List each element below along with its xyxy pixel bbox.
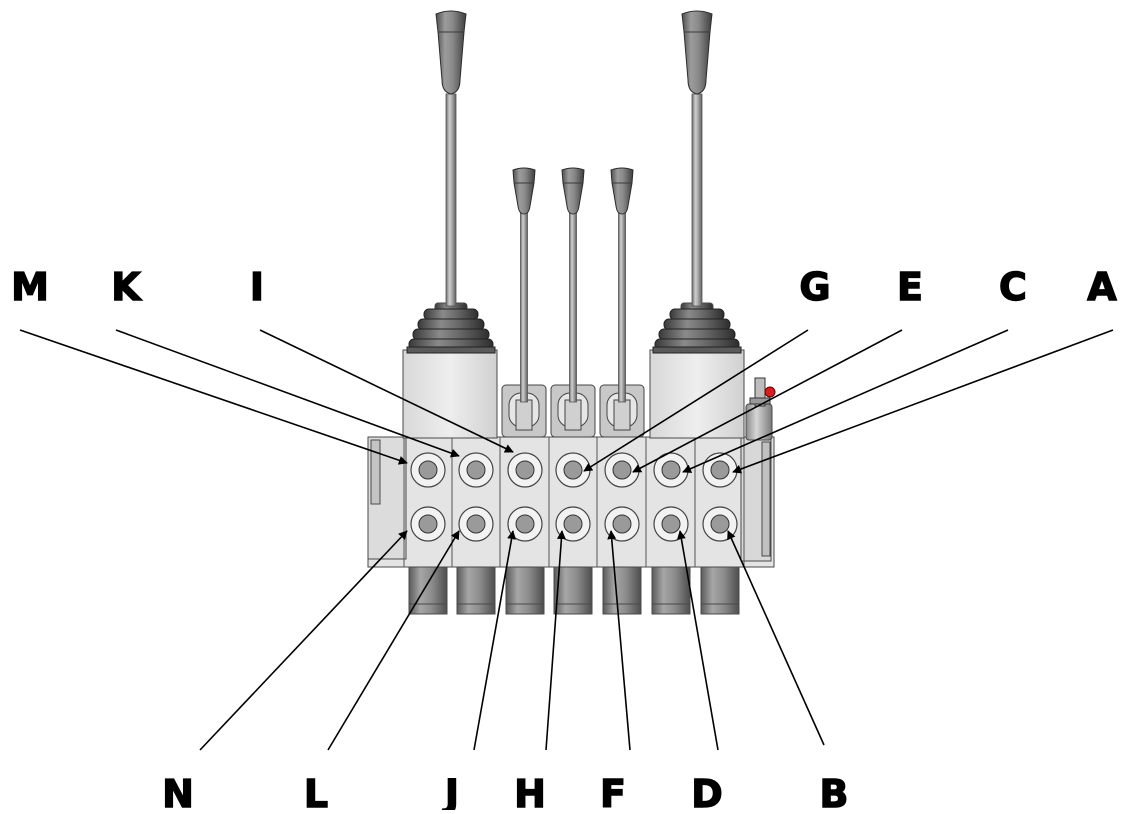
callout-label-g: G — [799, 265, 830, 309]
callout-labels: M K I G E C A N L J H F D B — [10, 264, 1118, 814]
control-valve-assembly — [367, 10, 776, 615]
callout-label-j: J — [442, 772, 459, 810]
leader-line-f — [607, 530, 631, 751]
upper-port — [604, 452, 640, 488]
right-joystick-lever — [681, 10, 713, 307]
lower-port — [702, 506, 738, 542]
leader-line-m — [19, 329, 408, 465]
valve-body — [367, 436, 775, 568]
leader-line-h — [545, 530, 566, 751]
joystick-rod — [445, 93, 457, 307]
section-lever — [501, 167, 547, 438]
callout-label-i: I — [250, 265, 264, 309]
section-lever — [599, 167, 645, 438]
outlet-pipe — [700, 565, 740, 615]
left-joystick-bellows — [406, 302, 496, 354]
leader-line-k — [115, 329, 460, 458]
callout-label-b: B — [820, 772, 849, 810]
leader-line-j — [473, 530, 517, 751]
lower-port — [507, 506, 543, 542]
leader-line-i — [259, 329, 514, 453]
right-joystick-housing — [649, 349, 745, 439]
left-joystick-housing — [402, 349, 498, 439]
joystick-grip — [435, 10, 467, 95]
section-lever — [550, 167, 596, 438]
joystick-grip — [681, 10, 713, 95]
outlet-pipe — [505, 565, 545, 615]
upper-port — [555, 452, 591, 488]
callout-label-l: L — [304, 772, 328, 810]
lower-port — [458, 506, 494, 542]
leader-line-c — [682, 329, 1009, 473]
upper-port — [410, 452, 446, 488]
red-lock-knob — [764, 386, 776, 398]
callout-label-c: C — [999, 265, 1027, 309]
outlet-pipe — [602, 565, 642, 615]
outlet-pipe — [553, 565, 593, 615]
callout-label-k: K — [111, 265, 142, 309]
outlet-pipe — [651, 565, 691, 615]
left-joystick-lever — [435, 10, 467, 307]
joystick-rod — [691, 93, 703, 307]
side-lock-cylinder — [745, 377, 776, 441]
lower-port — [604, 506, 640, 542]
lower-port — [410, 506, 446, 542]
upper-port — [653, 452, 689, 488]
leader-line-n — [199, 530, 408, 751]
callout-label-n: N — [162, 772, 194, 810]
upper-port — [507, 452, 543, 488]
callout-label-f: F — [600, 772, 626, 810]
leader-line-l — [327, 530, 460, 751]
lower-port — [653, 506, 689, 542]
leader-line-a — [732, 329, 1114, 474]
leader-line-b — [727, 530, 825, 746]
outlet-pipe — [408, 565, 448, 615]
callout-leaders — [19, 329, 1114, 751]
leader-line-g — [583, 329, 809, 472]
leader-line-e — [632, 329, 903, 473]
upper-port — [702, 452, 738, 488]
leader-line-d — [676, 530, 719, 751]
outlet-pipe — [456, 565, 496, 615]
right-joystick-bellows — [652, 302, 742, 354]
callout-label-e: E — [897, 265, 923, 309]
callout-label-d: D — [691, 772, 723, 810]
callout-label-a: A — [1087, 265, 1117, 309]
callout-label-m: M — [11, 265, 49, 309]
upper-port — [458, 452, 494, 488]
callout-label-h: H — [514, 772, 546, 810]
